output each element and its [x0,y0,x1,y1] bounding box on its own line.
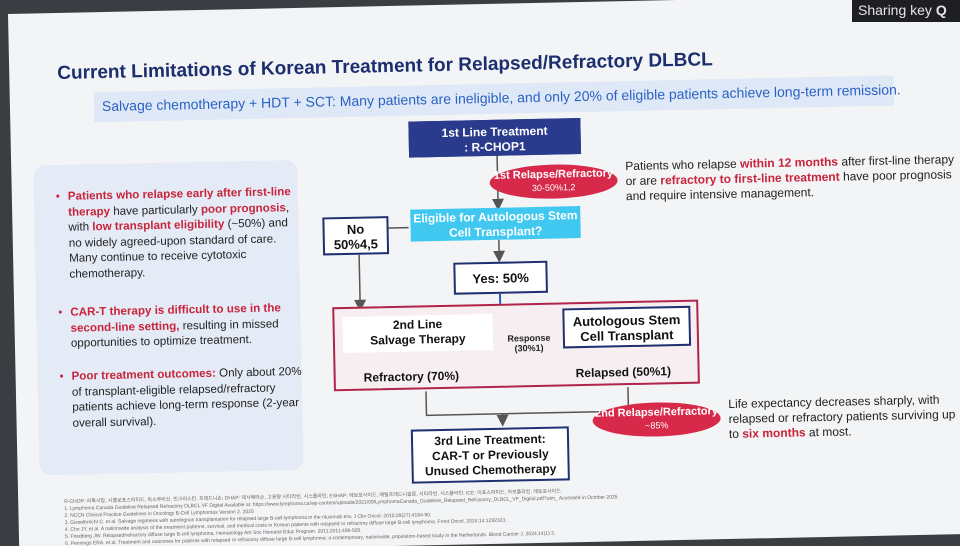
first-line-regimen: : R-CHOP1 [464,139,526,155]
response-rate: (30%1) [514,342,544,354]
sharing-key-label: Sharing key [858,2,932,18]
yes-box: Yes: 50% [453,260,548,295]
search-icon[interactable]: Q [935,2,947,18]
sharing-key-bar[interactable]: Sharing key Q [852,0,960,22]
first-line-box: 1st Line Treatment : R-CHOP1 [408,118,582,158]
early-relapse-note: Patients who relapse within 12 months af… [625,152,956,204]
second-line-box: 2nd Line Salvage Therapy [342,313,494,354]
note-text: Patients who relapse [625,156,741,174]
asct-box: Autologous Stem Cell Transplant [562,305,692,349]
presentation-slide: Current Limitations of Korean Treatment … [8,0,960,546]
response-text: Response [507,332,551,344]
second-line-therapy: Salvage Therapy [370,331,466,348]
response-label: Response (30%1) [501,333,557,354]
no-rate: 50%4,5 [333,236,379,253]
no-box: No 50%4,5 [322,216,390,256]
second-relapse-rate: ~85% [645,420,669,431]
note-text: at most. [805,424,852,440]
asct-line2: Cell Transplant [580,327,674,345]
third-line-box: 3rd Line Treatment: CAR-T or Previously … [410,426,570,484]
refractory-label: Refractory (70%) [363,368,460,385]
note-highlight: six months [742,425,806,441]
no-label: No [346,221,365,237]
second-relapse-label: 2nd Relapse/Refractory [594,405,719,420]
eligibility-question-box: Eligible for Autologous Stem Cell Transp… [410,206,581,242]
relapsed-label: Relapsed (50%1) [575,364,672,381]
first-relapse-rate: 30-50%1,2 [531,182,576,194]
note-highlight: within 12 months [739,154,839,171]
yes-label: Yes: 50% [472,270,529,287]
survival-note: Life expectancy decreases sharply, with … [728,392,960,442]
third-line-option2: Unused Chemotherapy [424,461,557,479]
